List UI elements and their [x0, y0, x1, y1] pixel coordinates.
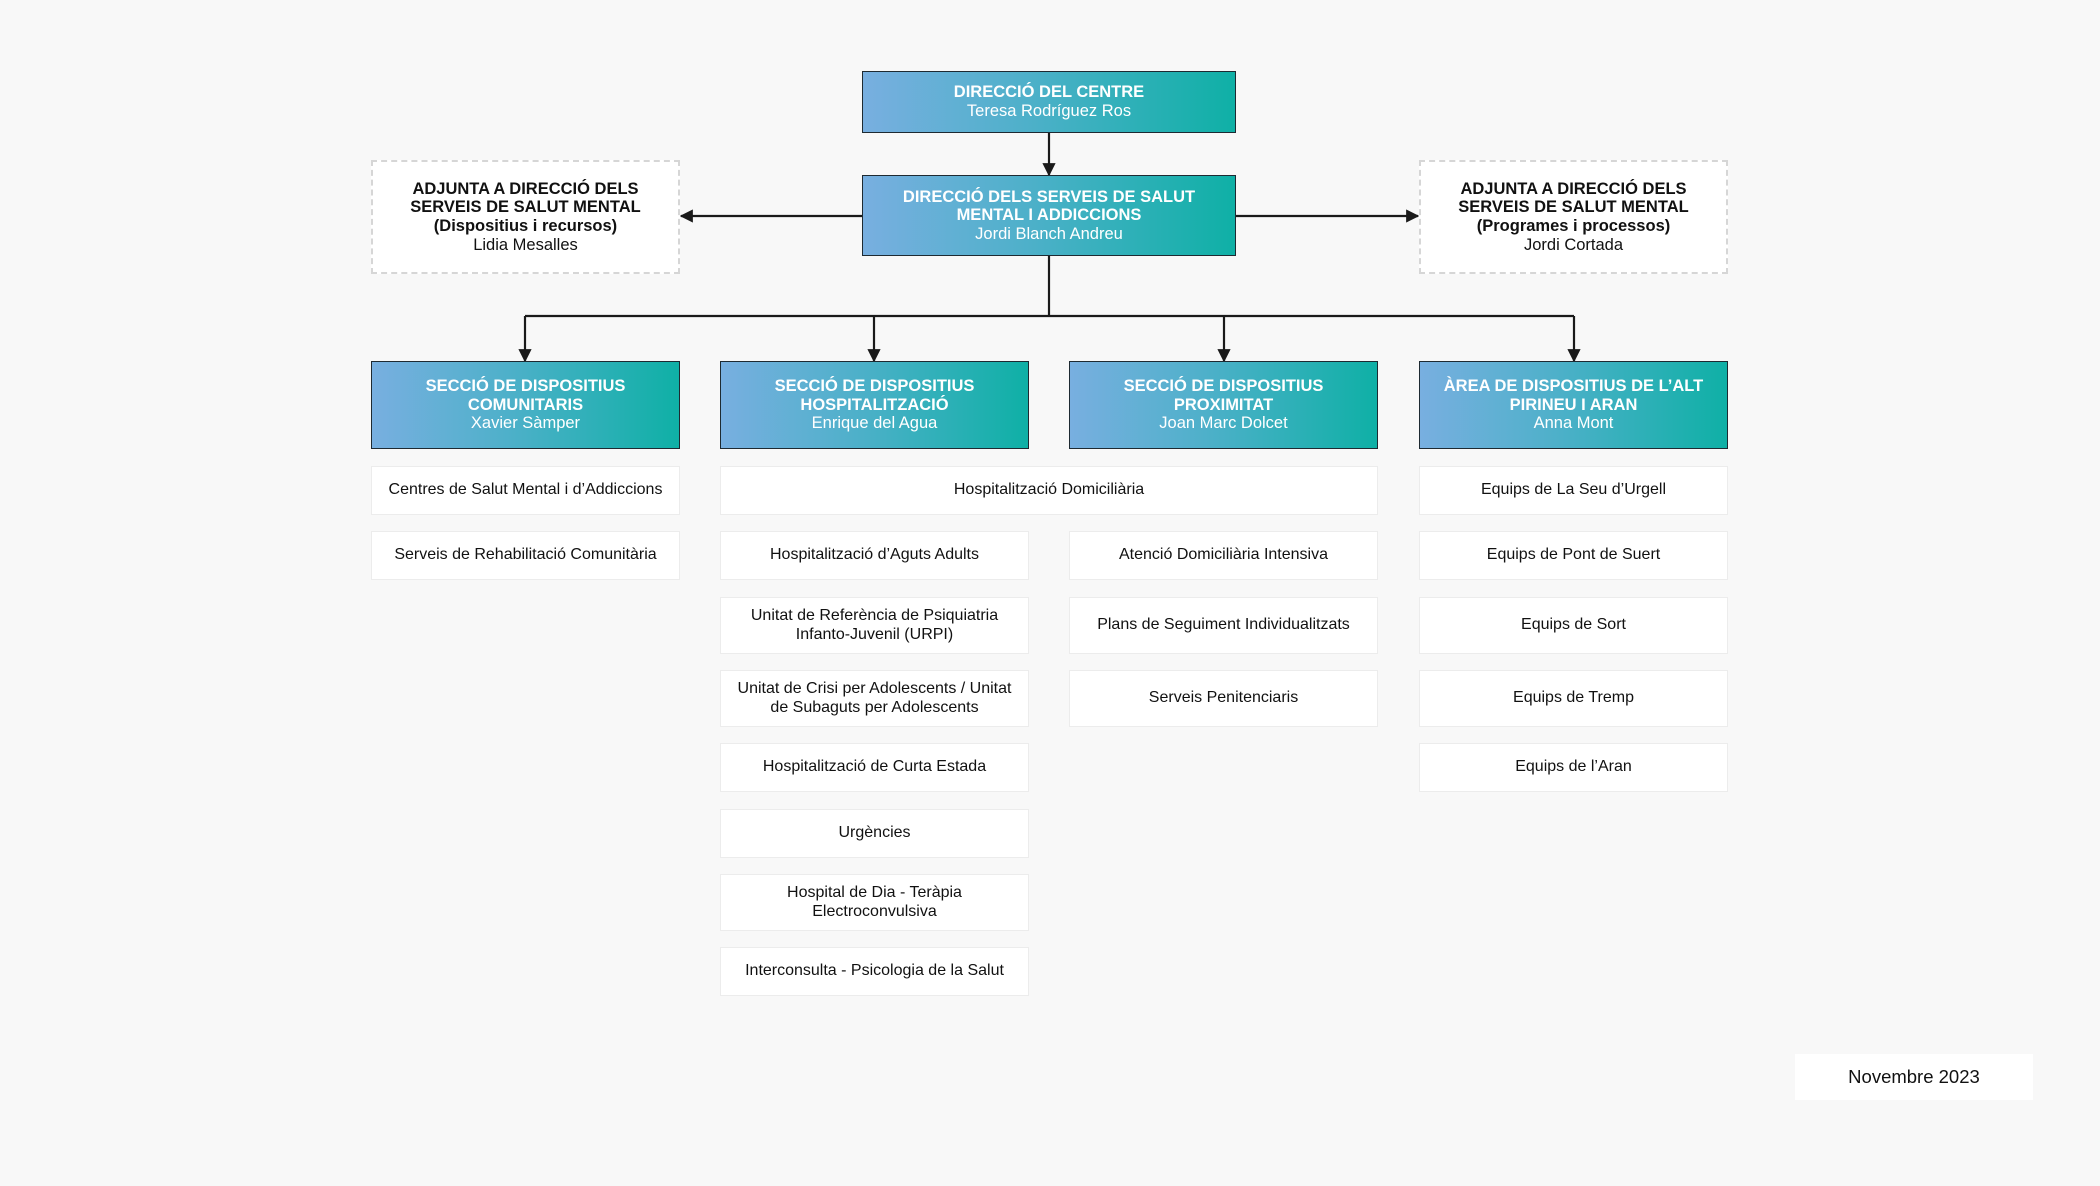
main-director-person: Jordi Blanch Andreu: [975, 224, 1123, 243]
unit-plans-seguiment: Plans de Seguiment Individualitzats: [1069, 597, 1378, 654]
unit-hospital-dia: Hospital de Dia - Teràpia Electroconvuls…: [720, 874, 1029, 931]
main-director-title-line-1: DIRECCIÓ DELS SERVEIS DE SALUT: [902, 187, 1196, 206]
unit-interconsulta: Interconsulta - Psicologia de la Salut: [720, 947, 1029, 996]
adjunct-left-line-2: SERVEIS DE SALUT MENTAL: [410, 198, 641, 217]
unit-label: Centres de Salut Mental i d’Addiccions: [388, 481, 663, 499]
section-title-line-1: SECCIÓ DE DISPOSITIUS: [774, 377, 975, 396]
unit-hospitalitzacio-domiciliaria: Hospitalització Domiciliària: [720, 466, 1378, 515]
unit-label-line-1: Unitat de Crisi per Adolescents / Unitat: [737, 680, 1012, 698]
unit-label-line-2: de Subaguts per Adolescents: [770, 698, 979, 716]
unit-label: Equips de La Seu d’Urgell: [1480, 481, 1666, 499]
unit-label: Hospitalització de Curta Estada: [762, 758, 987, 776]
section-title-line-1: SECCIÓ DE DISPOSITIUS: [1123, 377, 1324, 396]
adjunct-right-line-1: ADJUNTA A DIRECCIÓ DELS: [1460, 179, 1687, 198]
unit-equips-pont-suert: Equips de Pont de Suert: [1419, 531, 1728, 580]
unit-label-line-2: Infanto-Juvenil (URPI): [795, 625, 954, 643]
section-title-line-1: SECCIÓ DE DISPOSITIUS: [425, 377, 626, 396]
adjunct-left-box: ADJUNTA A DIRECCIÓ DELS SERVEIS DE SALUT…: [371, 160, 680, 274]
unit-centres-salut-mental: Centres de Salut Mental i d’Addiccions: [371, 466, 680, 515]
section-box-alt-pirineu-aran: ÀREA DE DISPOSITIUS DE L’ALT PIRINEU I A…: [1419, 361, 1728, 449]
unit-label-line-2: Electroconvulsiva: [812, 902, 937, 920]
section-person: Joan Marc Dolcet: [1159, 414, 1288, 433]
section-box-proximitat: SECCIÓ DE DISPOSITIUS PROXIMITAT Joan Ma…: [1069, 361, 1378, 449]
unit-label: Urgències: [838, 824, 911, 842]
section-title-line-2: COMUNITARIS: [467, 395, 584, 414]
top-director-person: Teresa Rodríguez Ros: [966, 102, 1132, 120]
unit-equips-sort: Equips de Sort: [1419, 597, 1728, 654]
section-title-line-1: ÀREA DE DISPOSITIUS DE L’ALT: [1443, 377, 1704, 396]
unit-urgencies: Urgències: [720, 809, 1029, 858]
adjunct-right-line-3: (Programes i processos): [1476, 217, 1671, 235]
unit-label-line-1: Unitat de Referència de Psiquiatria: [750, 607, 999, 625]
section-title-line-2: PIRINEU I ARAN: [1509, 395, 1638, 414]
adjunct-left-line-1: ADJUNTA A DIRECCIÓ DELS: [412, 179, 639, 198]
section-person: Anna Mont: [1533, 414, 1614, 433]
unit-label: Hospitalització d’Aguts Adults: [770, 546, 979, 564]
unit-label: Equips de Tremp: [1513, 689, 1634, 707]
unit-label-line-1: Hospital de Dia - Teràpia: [787, 884, 962, 902]
section-person: Enrique del Agua: [811, 414, 938, 433]
adjunct-right-box: ADJUNTA A DIRECCIÓ DELS SERVEIS DE SALUT…: [1419, 160, 1728, 274]
top-director-box: DIRECCIÓ DEL CENTRE Teresa Rodríguez Ros: [862, 71, 1236, 133]
unit-label: Plans de Seguiment Individualitzats: [1097, 616, 1350, 634]
date-label: Novembre 2023: [1848, 1065, 1980, 1087]
unit-crisi-adolescents: Unitat de Crisi per Adolescents / Unitat…: [720, 670, 1029, 727]
adjunct-right-line-2: SERVEIS DE SALUT MENTAL: [1458, 198, 1689, 217]
unit-label: Serveis Penitenciaris: [1148, 689, 1299, 707]
unit-label: Hospitalització Domiciliària: [953, 481, 1145, 499]
adjunct-left-line-3: (Dispositius i recursos): [433, 217, 618, 235]
unit-label: Serveis de Rehabilitació Comunitària: [394, 546, 657, 564]
main-director-title-line-2: MENTAL I ADDICCIONS: [956, 206, 1142, 225]
unit-label: Equips de l’Aran: [1515, 758, 1632, 776]
unit-serveis-penitenciaris: Serveis Penitenciaris: [1069, 670, 1378, 727]
section-title-line-2: HOSPITALITZACIÓ: [800, 395, 949, 414]
main-director-box: DIRECCIÓ DELS SERVEIS DE SALUT MENTAL I …: [862, 175, 1236, 256]
unit-label: Atenció Domiciliària Intensiva: [1119, 546, 1328, 564]
unit-equips-tremp: Equips de Tremp: [1419, 670, 1728, 727]
unit-equips-seu-urgell: Equips de La Seu d’Urgell: [1419, 466, 1728, 515]
adjunct-left-person: Lidia Mesalles: [473, 235, 578, 254]
top-director-title: DIRECCIÓ DEL CENTRE: [953, 83, 1145, 102]
unit-urpi: Unitat de Referència de Psiquiatria Infa…: [720, 597, 1029, 654]
unit-serveis-rehabilitacio: Serveis de Rehabilitació Comunitària: [371, 531, 680, 580]
unit-label: Equips de Pont de Suert: [1486, 546, 1661, 564]
unit-aguts-adults: Hospitalització d’Aguts Adults: [720, 531, 1029, 580]
unit-curta-estada: Hospitalització de Curta Estada: [720, 743, 1029, 792]
section-title-line-2: PROXIMITAT: [1173, 395, 1274, 414]
date-stamp: Novembre 2023: [1795, 1054, 2033, 1100]
unit-equips-aran: Equips de l’Aran: [1419, 743, 1728, 792]
section-box-comunitaris: SECCIÓ DE DISPOSITIUS COMUNITARIS Xavier…: [371, 361, 680, 449]
unit-label: Interconsulta - Psicologia de la Salut: [745, 962, 1004, 980]
unit-atencio-domiciliaria: Atenció Domiciliària Intensiva: [1069, 531, 1378, 580]
adjunct-right-person: Jordi Cortada: [1523, 235, 1624, 254]
section-box-hospitalitzacio: SECCIÓ DE DISPOSITIUS HOSPITALITZACIÓ En…: [720, 361, 1029, 449]
section-person: Xavier Sàmper: [470, 414, 581, 433]
unit-label: Equips de Sort: [1521, 616, 1626, 634]
